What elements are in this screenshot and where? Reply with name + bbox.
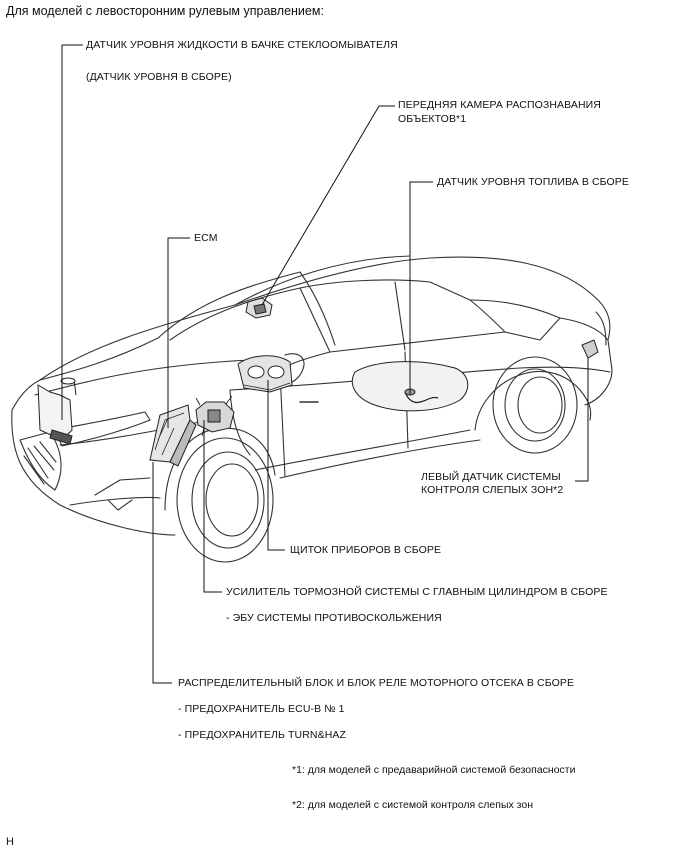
label-junction-block: РАСПРЕДЕЛИТЕЛЬНЫЙ БЛОК И БЛОК РЕЛЕ МОТОР… [178,677,575,689]
label-brake-booster-sub: - ЭБУ СИСТЕМЫ ПРОТИВОСКОЛЬЖЕНИЯ [226,612,442,624]
washer-tank [37,377,77,445]
label-ecm: ECM [194,232,218,244]
combination-meter [237,355,293,393]
page-title: Для моделей с левосторонним рулевым упра… [6,4,324,18]
label-junction-block-sub1: - ПРЕДОХРАНИТЕЛЬ ECU-B № 1 [178,703,345,715]
brake-booster [195,395,235,437]
corner-mark: H [6,836,14,848]
blind-spot-sensor [581,339,599,359]
label-brake-booster: УСИЛИТЕЛЬ ТОРМОЗНОЙ СИСТЕМЫ С ГЛАВНЫМ ЦИ… [226,586,608,598]
label-blind-spot-2: КОНТРОЛЯ СЛЕПЫХ ЗОН*2 [421,484,564,496]
front-camera [245,297,273,319]
label-front-camera: ПЕРЕДНЯЯ КАМЕРА РАСПОЗНАВАНИЯ [398,99,601,111]
car-body-outline [11,255,613,563]
label-fuel-sensor: ДАТЧИК УРОВНЯ ТОПЛИВА В СБОРЕ [437,176,630,188]
ecm-junction-block [149,404,197,467]
leader-lines [61,44,589,684]
label-washer-sensor-sub: (ДАТЧИК УРОВНЯ В СБОРЕ) [86,71,232,83]
label-blind-spot-1: ЛЕВЫЙ ДАТЧИК СИСТЕМЫ [421,471,561,483]
label-junction-block-sub2: - ПРЕДОХРАНИТЕЛЬ TURN&HAZ [178,729,346,741]
footnote-2: *2: для моделей с системой контроля слеп… [292,799,534,811]
label-front-camera-2: ОБЪЕКТОВ*1 [398,113,467,125]
label-combination-meter: ЩИТОК ПРИБОРОВ В СБОРЕ [290,544,442,556]
footnote-1: *1: для моделей с предаварийной системой… [292,764,576,776]
label-washer-sensor: ДАТЧИК УРОВНЯ ЖИДКОСТИ В БАЧКЕ СТЕКЛООМЫ… [86,39,398,51]
